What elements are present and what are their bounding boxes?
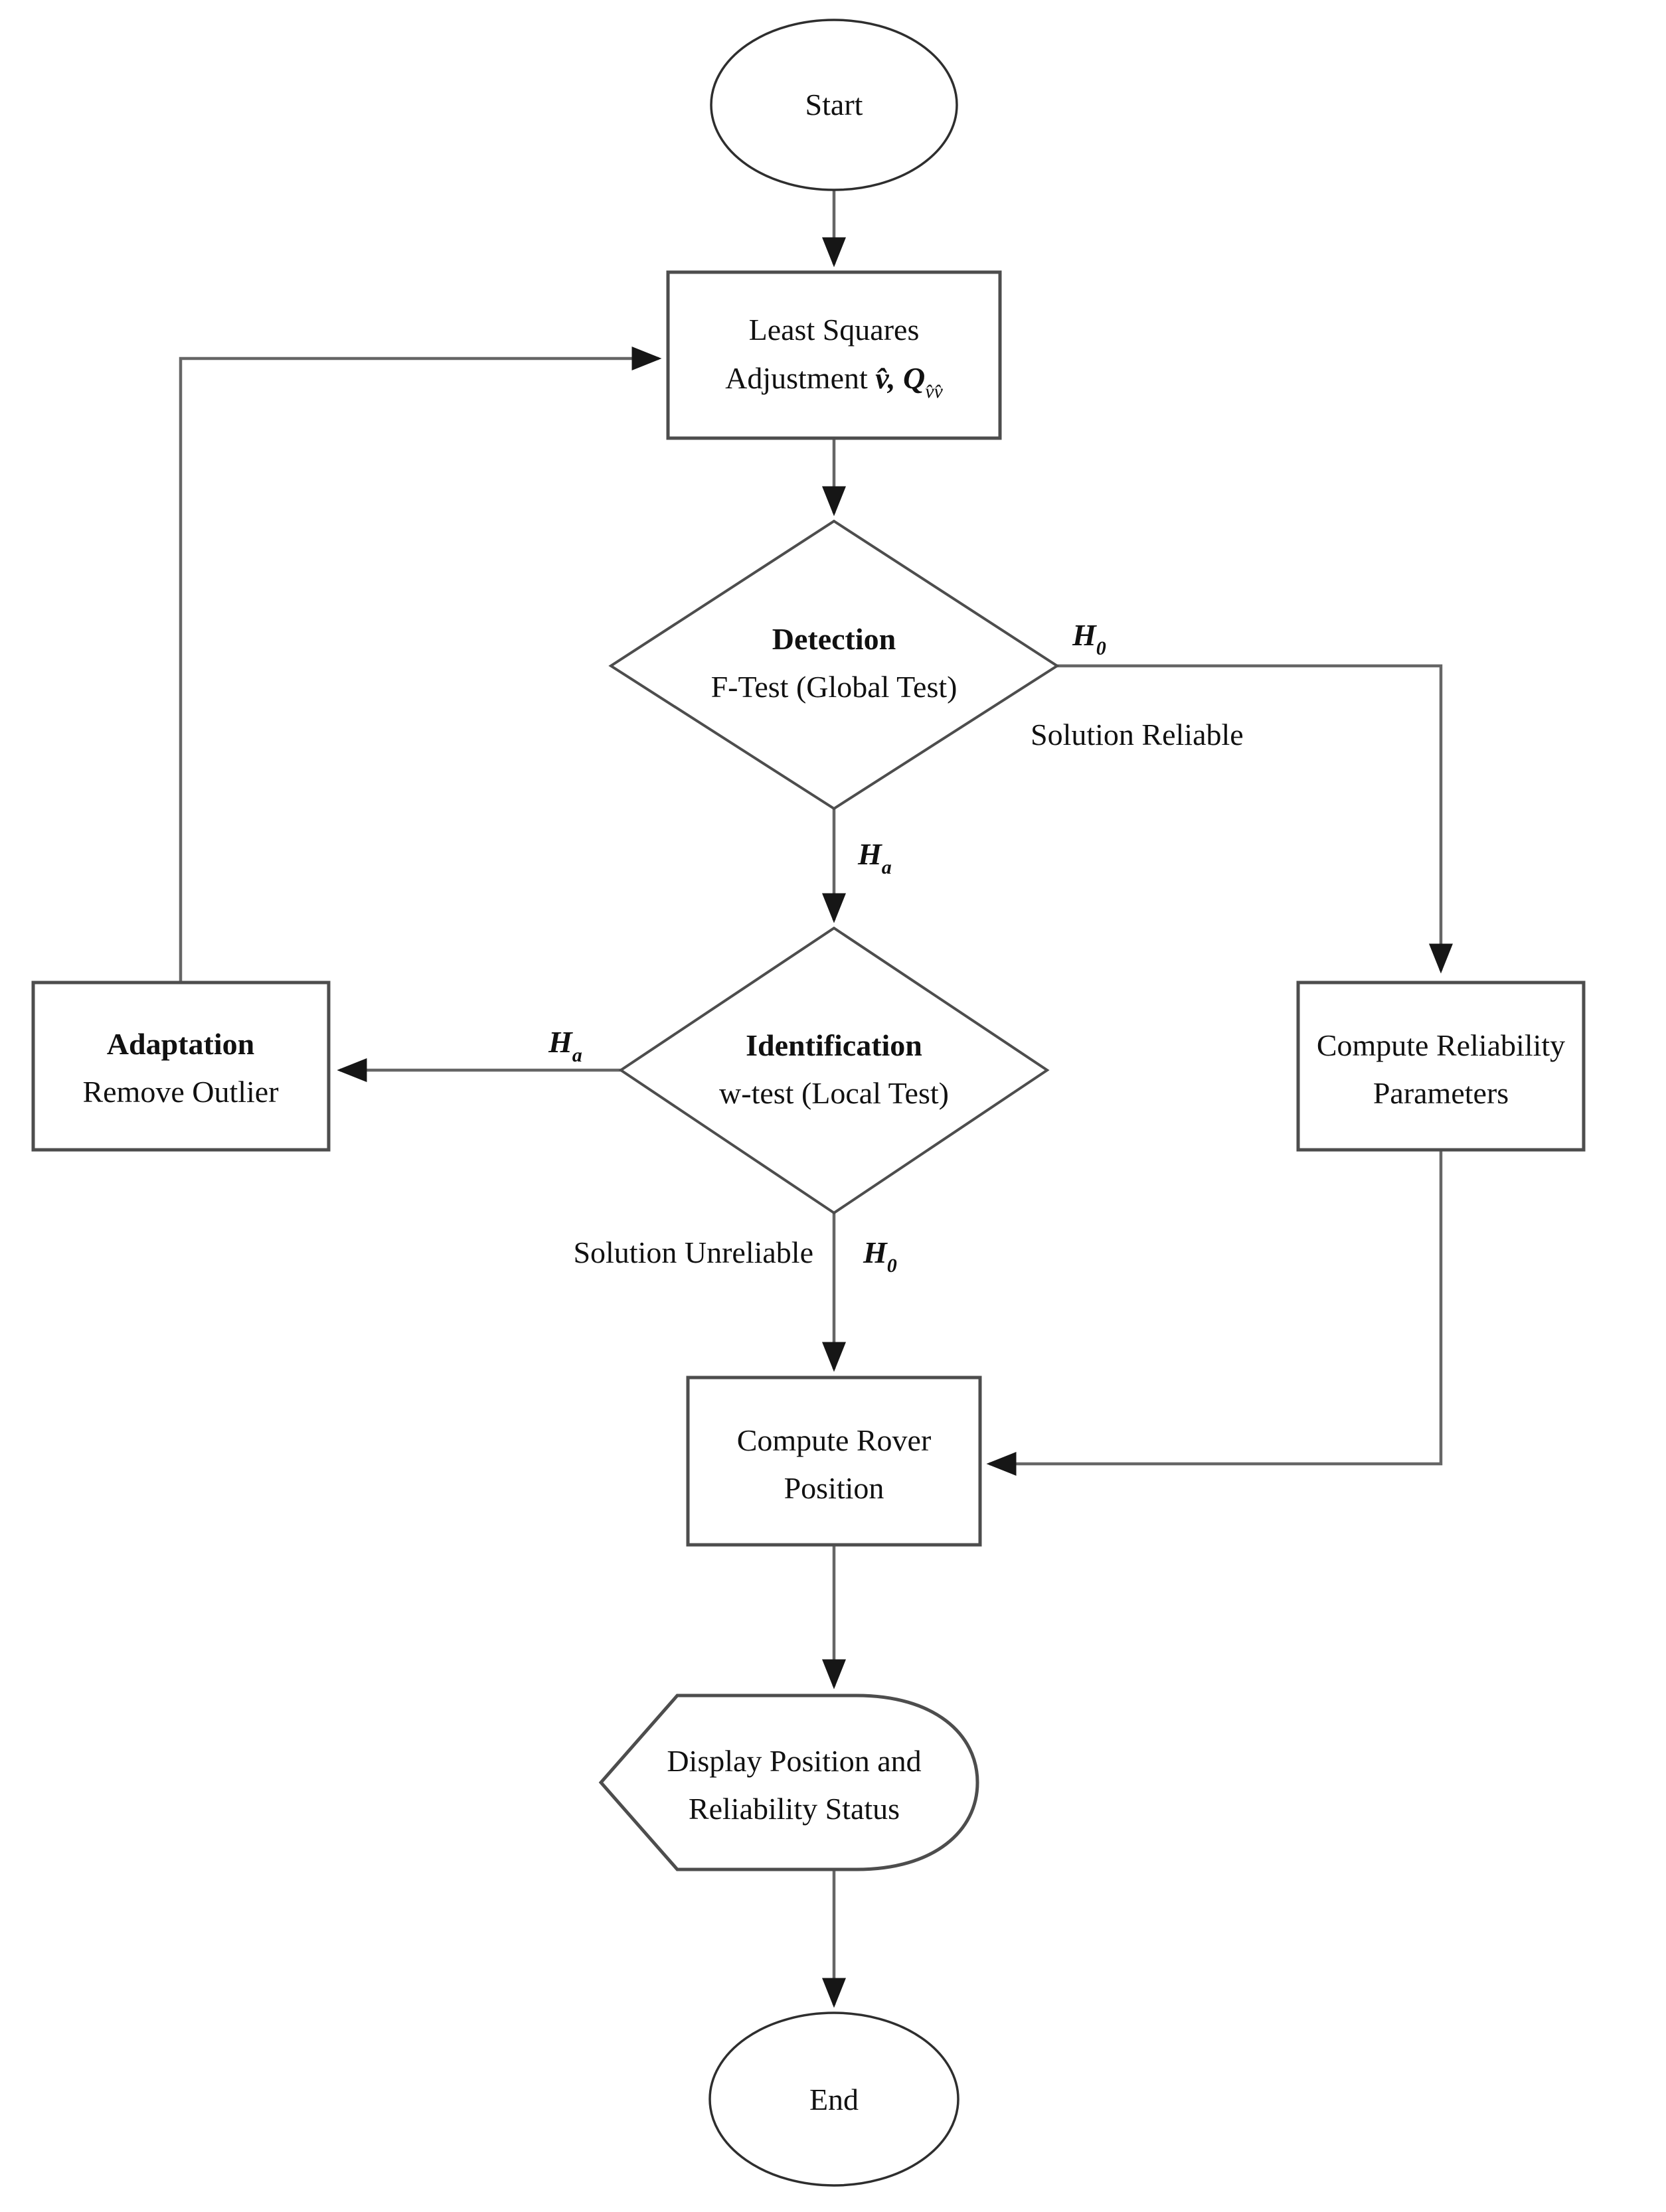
edge-compute-reliability-to-compute-rover (986, 1150, 1443, 1476)
least-squares-label-line1: Least Squares (749, 313, 920, 347)
label-solution-reliable: Solution Reliable (1031, 718, 1244, 751)
label-solution-unreliable: Solution Unreliable (573, 1235, 813, 1269)
compute-rover-box (686, 1376, 982, 1547)
detection-label-line1: Detection (772, 622, 896, 656)
identification-label-line1: Identification (746, 1028, 922, 1062)
edge-adaptation-to-least-squares-loop (179, 347, 662, 983)
detection-diamond (608, 519, 1060, 811)
adaptation-label-line2: Remove Outlier (82, 1075, 278, 1109)
label-ha-detection: Ha (857, 837, 892, 878)
end-ellipse (708, 2012, 959, 2187)
adaptation-node: Adaptation Remove Outlier (31, 981, 331, 1152)
identification-label-line2: w-test (Local Test) (719, 1076, 949, 1110)
compute-reliability-label-line2: Parameters (1373, 1076, 1509, 1110)
detection-label-line2: F-Test (Global Test) (711, 670, 958, 704)
display-shape (598, 1694, 979, 1871)
least-squares-node: Least Squares Adjustment v̂, Qv̂v̂ (666, 270, 1002, 440)
display-label-line2: Reliability Status (689, 1792, 900, 1826)
end-label: End (809, 2083, 859, 2116)
label-h0-solution-reliable: H0 (1072, 618, 1106, 659)
compute-rover-node: Compute Rover Position (686, 1376, 982, 1547)
compute-rover-label-line2: Position (784, 1471, 884, 1505)
label-h0-identification: H0 (863, 1235, 897, 1277)
display-node: Display Position and Reliability Status (598, 1694, 979, 1871)
identification-diamond (618, 926, 1050, 1215)
display-label-line1: Display Position and (667, 1744, 921, 1778)
least-squares-box (666, 270, 1002, 440)
detection-node: Detection F-Test (Global Test) (608, 519, 1060, 811)
least-squares-label-line2: Adjustment v̂, Qv̂v̂ (725, 361, 943, 402)
edge-detection-to-compute-reliability (1057, 664, 1453, 974)
compute-rover-label-line1: Compute Rover (737, 1423, 932, 1457)
start-ellipse (710, 19, 958, 191)
compute-reliability-node: Compute Reliability Parameters (1296, 981, 1586, 1152)
compute-reliability-label-line1: Compute Reliability (1317, 1028, 1565, 1062)
start-label: Start (805, 88, 863, 121)
label-ha-identification: Ha (548, 1025, 582, 1066)
start-node: Start (710, 19, 958, 191)
adaptation-box (31, 981, 331, 1152)
end-node: End (708, 2012, 959, 2187)
compute-reliability-box (1296, 981, 1586, 1152)
adaptation-label-line1: Adaptation (107, 1027, 254, 1061)
identification-node: Identification w-test (Local Test) (618, 926, 1050, 1215)
